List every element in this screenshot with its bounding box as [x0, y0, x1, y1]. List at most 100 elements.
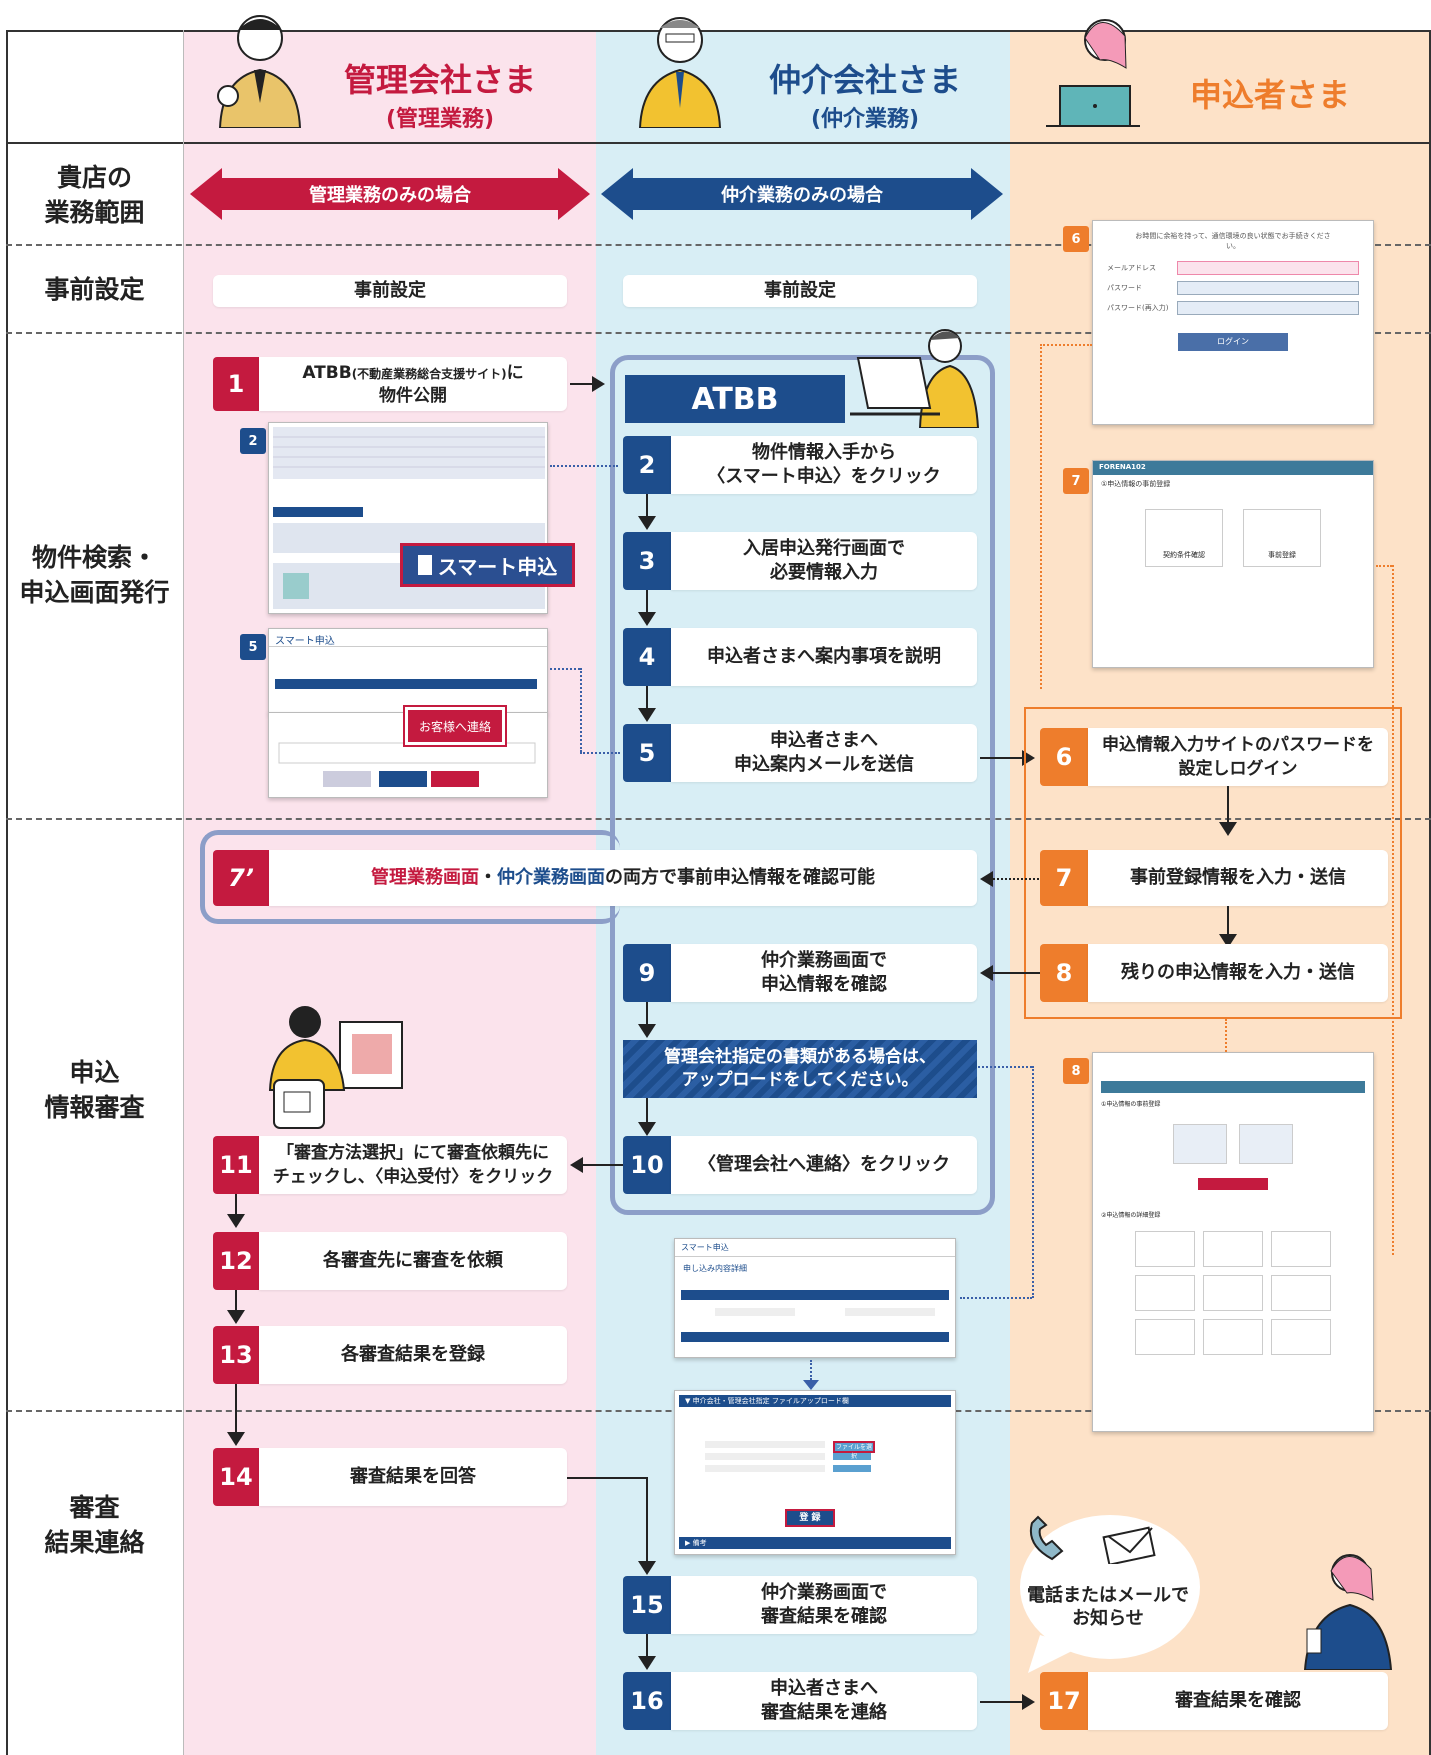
detail-card[interactable] — [1203, 1319, 1263, 1355]
step-1-text-line2: 物件公開 — [379, 385, 447, 406]
detail-card[interactable] — [1135, 1319, 1195, 1355]
step-6-box: 申込情報入力サイトのパスワードを 設定しログイン — [1088, 728, 1388, 786]
arrow-down-icon — [227, 1310, 245, 1324]
step-5-number: 5 — [623, 724, 671, 782]
pre-reg-complete-button[interactable] — [1198, 1178, 1268, 1190]
step-7-box: 事前登録情報を入力・送信 — [1088, 850, 1388, 906]
broker-laptop-illustration — [850, 318, 980, 429]
step-1-box: ATBB(不動産業務総合支援サイト)に 物件公開 — [259, 357, 567, 411]
step-15-box: 仲介業務画面で 審査結果を確認 — [671, 1576, 977, 1634]
detail-card[interactable] — [1271, 1231, 1331, 1267]
step-17-box: 審査結果を確認 — [1088, 1672, 1388, 1730]
step-16-box: 申込者さまへ 審査結果を連絡 — [671, 1672, 977, 1730]
arrow-down-icon — [1219, 822, 1237, 836]
screen-2-badge: 2 — [240, 428, 266, 454]
register-button[interactable]: 登 録 — [785, 1509, 835, 1527]
detail-smart-title: スマート申込 — [675, 1239, 955, 1257]
detail-card[interactable] — [1203, 1231, 1263, 1267]
smart-apply-button-label: スマート申込 — [437, 554, 558, 579]
remarks-bar: ▶ 備考 — [679, 1537, 951, 1549]
pre-register-card-small[interactable] — [1239, 1124, 1293, 1164]
detail-card[interactable] — [1271, 1275, 1331, 1311]
detail-card[interactable] — [1271, 1319, 1331, 1355]
brokerage-scope-label: 仲介業務のみの場合 — [721, 185, 883, 206]
dotted-arrow-down-icon — [803, 1380, 819, 1390]
brokerage-subtitle: (仲介業務) — [810, 107, 920, 132]
step-17-number: 17 — [1040, 1672, 1088, 1730]
broker-illustration — [630, 8, 730, 129]
applicant-phone-illustration — [1295, 1545, 1395, 1671]
arrow-down-icon — [638, 1656, 656, 1670]
atbb-label: ATBB — [625, 375, 845, 423]
pre-reg-heading: ①申込情報の事前登録 — [1101, 480, 1171, 488]
row-divider — [6, 332, 1431, 334]
pw-input[interactable] — [1177, 281, 1359, 295]
pre-register-card[interactable]: 事前登録 — [1243, 509, 1321, 567]
step-10-number: 10 — [623, 1136, 671, 1194]
application-detail-screenshot: スマート申込 申し込み内容詳細 — [674, 1238, 956, 1358]
row-label-result: 審査 結果連絡 — [44, 1493, 145, 1557]
manager-illustration — [210, 8, 310, 129]
step-15-number: 15 — [623, 1576, 671, 1634]
brokerage-presetting: 事前設定 — [623, 275, 977, 307]
arrow-left-icon — [980, 871, 993, 887]
forena-title: FORENA102 — [1093, 461, 1373, 475]
phone-icon — [1022, 1515, 1082, 1565]
detail-card[interactable] — [1135, 1275, 1195, 1311]
management-subtitle: (管理業務) — [385, 107, 495, 132]
forena-pre-registration-screen: FORENA102 ①申込情報の事前登録 契約条件確認 事前登録 — [1092, 460, 1374, 668]
row-divider — [6, 818, 1431, 820]
screen-7-badge: 7 — [1063, 468, 1089, 494]
file-upload-screenshot: ▼ 申介会社・管理会社指定 ファイルアップロード欄 ファイルを選択 登 録 ▶ … — [674, 1390, 956, 1555]
atbb-frame-extension — [200, 830, 620, 924]
upload-section-header: ▼ 申介会社・管理会社指定 ファイルアップロード欄 — [679, 1395, 951, 1407]
contact-customer-button[interactable]: お客様へ連絡 — [403, 705, 507, 747]
management-scope-label: 管理業務のみの場合 — [309, 185, 471, 206]
step-8-box: 残りの申込情報を入力・送信 — [1088, 944, 1388, 1002]
step-12-box: 各審査先に審査を依頼 — [259, 1232, 567, 1290]
step-7prime-box: 管理業務画面・仲介業務画面の両方で事前申込情報を確認可能 — [269, 850, 977, 906]
step-14-box: 審査結果を回答 — [259, 1448, 567, 1506]
management-presetting: 事前設定 — [213, 275, 567, 307]
screen-8-badge: 8 — [1063, 1058, 1089, 1084]
step-11-box: 「審査方法選択」にて審査依頼先に チェックし、〈申込受付〉をクリック — [259, 1136, 567, 1194]
step-16-number: 16 — [623, 1672, 671, 1730]
step-1-text-small: (不動産業務総合支援サイト) — [351, 366, 507, 381]
step-6-number: 6 — [1040, 728, 1088, 786]
step-2-number: 2 — [623, 436, 671, 494]
step-13-box: 各審査結果を登録 — [259, 1326, 567, 1384]
contract-confirm-card[interactable]: 契約条件確認 — [1145, 509, 1223, 567]
row-label-presetting: 事前設定 — [44, 275, 145, 304]
detail-card[interactable] — [1135, 1231, 1195, 1267]
step-10-box: 〈管理会社へ連絡〉をクリック — [671, 1136, 977, 1194]
pre-reg-heading-2: ①申込情報の事前登録 — [1101, 1101, 1161, 1108]
arrow-down-icon — [227, 1214, 245, 1228]
brokerage-screen-text: 仲介業務画面 — [497, 867, 605, 888]
detail-reg-heading: ②申込情報の詳細登録 — [1101, 1212, 1161, 1219]
upload-notice: 管理会社指定の書類がある場合は、 アップロードをしてください。 — [623, 1040, 977, 1098]
document-icon — [417, 555, 432, 575]
detail-card[interactable] — [1203, 1275, 1263, 1311]
login-button[interactable]: ログイン — [1178, 333, 1288, 351]
separator-text: ・ — [479, 867, 497, 888]
row-label-review: 申込 情報審査 — [44, 1058, 145, 1122]
step-5-box: 申込者さまへ 申込案内メールを送信 — [671, 724, 977, 782]
mail-input[interactable] — [1177, 261, 1359, 275]
arrow-left-icon — [980, 965, 993, 981]
arrow-down-icon — [638, 612, 656, 626]
application-detail-heading: 申し込み内容詳細 — [683, 1264, 747, 1273]
smart-apply-button[interactable]: スマート申込 — [400, 543, 575, 587]
step-9-box: 仲介業務画面で 申込情報を確認 — [671, 944, 977, 1002]
arrow-down-icon — [638, 1122, 656, 1136]
management-screen-text: 管理業務画面 — [371, 867, 479, 888]
file-select-button[interactable]: ファイルを選択 — [833, 1441, 875, 1460]
step-4-number: 4 — [623, 628, 671, 686]
management-title: 管理会社さま — [343, 61, 536, 99]
arrow-left-icon — [570, 1157, 583, 1173]
pw2-input[interactable] — [1177, 301, 1359, 315]
contract-card-small[interactable] — [1173, 1124, 1227, 1164]
row-label-search: 物件検索・ 申込画面発行 — [19, 543, 170, 607]
arrow-down-icon — [227, 1432, 245, 1446]
mail-label: メールアドレス — [1107, 264, 1156, 272]
step-4-box: 申込者さまへ案内事項を説明 — [671, 628, 977, 686]
